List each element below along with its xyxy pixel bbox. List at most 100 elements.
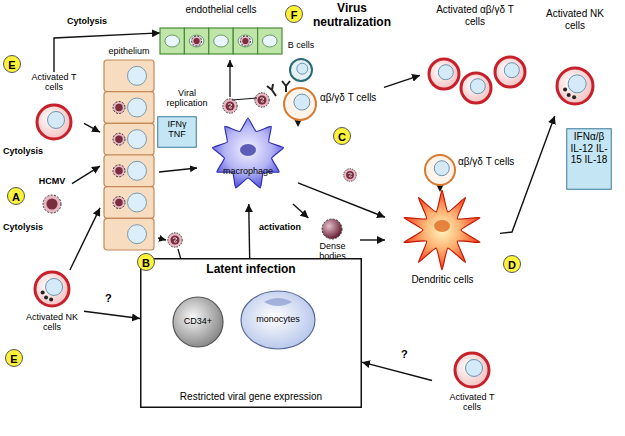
nk-cell: Activated NK cells [530, 6, 620, 116]
cell-membrane [495, 57, 525, 87]
edge-label: Cytolysis [66, 16, 108, 26]
virion-core [115, 199, 122, 206]
cell-nucleus [470, 79, 485, 94]
cell-nucleus [128, 66, 147, 85]
drawing-part [290, 59, 312, 81]
t-cell: αβ/γδ T cells [424, 150, 516, 186]
drawing-part [557, 68, 593, 104]
edge-label: Cytolysis [2, 222, 44, 232]
virion [113, 133, 125, 145]
hcmv-virion: HCMV [32, 176, 72, 216]
endothelial-cell [258, 28, 282, 54]
endothelial-cell [184, 28, 208, 54]
cell-nucleus [128, 130, 147, 149]
cell-membrane [35, 272, 69, 306]
epithelial-cell [104, 123, 154, 155]
node-label: Activated NK cells [20, 312, 84, 333]
drawing-part [284, 88, 316, 120]
drawing-part [267, 84, 276, 96]
connector-arrow [384, 75, 420, 87]
node-label: IFNα/β IL-12 IL-15 IL-18 [569, 131, 609, 166]
drawing-part [567, 129, 612, 190]
epithelial-cell [104, 218, 154, 250]
box-outline [141, 259, 362, 408]
cell-nucleus [46, 278, 63, 295]
cell-nucleus [504, 63, 519, 78]
node-label: Activated T cells [24, 72, 84, 93]
node-label: Activated αβ/γδ T cells [434, 4, 516, 27]
virion [113, 197, 125, 209]
nk-cell: Activated NK cells [20, 270, 84, 344]
callout-letter: E [5, 349, 23, 367]
connector-arrow [248, 204, 250, 258]
edge-label: Cytolysis [2, 146, 44, 156]
dendritic-star: Dendritic cells [385, 190, 500, 290]
cell-membrane [173, 297, 223, 347]
epithelial-cell [104, 92, 154, 124]
callout-letter: A [7, 187, 25, 205]
drawing-part [455, 353, 489, 387]
cell-nucleus [294, 94, 310, 110]
epithelium-column: epithelium [100, 46, 158, 250]
node-shape [20, 270, 84, 344]
connector-arrow [362, 362, 432, 380]
cell-membrane [461, 73, 491, 103]
node-label: B cells [272, 40, 330, 50]
star-outline [213, 118, 284, 188]
connector-arrow [72, 166, 100, 183]
granule [41, 290, 45, 294]
endothelium-band: endothelial cells [160, 4, 282, 56]
connector-arrow [293, 204, 308, 218]
virion [223, 99, 237, 113]
cytokine-box: IFNγ TNF [157, 116, 197, 148]
node-label: endothelial cells [160, 4, 282, 16]
connector-arrow [360, 239, 385, 240]
node-label: epithelium [100, 46, 158, 56]
node-shape [284, 86, 384, 122]
cell-nucleus [128, 225, 147, 244]
drawing-part [160, 28, 282, 54]
drawing-part [404, 190, 480, 270]
spread-arrow [229, 60, 230, 97]
cell-nucleus [568, 75, 586, 93]
cytokine-box: IFNα/β IL-12 IL-15 IL-18 [566, 128, 612, 190]
spread-arrow [159, 168, 197, 172]
cell-membrane [241, 291, 315, 349]
cell-nucleus [238, 35, 253, 47]
node-shape [424, 150, 516, 186]
granule [563, 88, 567, 92]
virion [240, 36, 250, 46]
drawing-part [104, 60, 154, 250]
node-label: Activated T cells [440, 392, 504, 413]
spread-arrow [158, 238, 166, 240]
node-label: macrophage [198, 166, 298, 176]
epithelial-cell [104, 155, 154, 187]
drawing-part [241, 291, 315, 349]
callout-letter: B [137, 253, 155, 271]
cell-nucleus [214, 35, 229, 47]
virion-core [46, 198, 57, 209]
cell-membrane [455, 353, 489, 387]
drawing-part [43, 195, 61, 213]
cell-nucleus [128, 193, 147, 212]
b-cell: B cells [272, 40, 330, 86]
granule [567, 93, 571, 97]
virion-core [242, 38, 248, 44]
cell-nucleus [128, 98, 147, 117]
cell-nucleus [264, 298, 292, 306]
drawing-part [429, 57, 525, 103]
cell-nucleus [128, 161, 147, 180]
connector-arrow [84, 311, 140, 318]
node-label: IFNγ TNF [160, 119, 194, 140]
connector-arrow [70, 208, 100, 270]
callout-letter: E [3, 55, 21, 73]
node-label: αβ/γδ T cells [320, 92, 384, 104]
virion [43, 195, 61, 213]
epithelial-cell [104, 60, 154, 92]
cell-membrane [429, 59, 459, 89]
node-label: monocytes [240, 314, 316, 324]
callout-letter: C [333, 127, 351, 145]
cell-nucleus [165, 35, 180, 47]
drawing-part [322, 219, 342, 239]
